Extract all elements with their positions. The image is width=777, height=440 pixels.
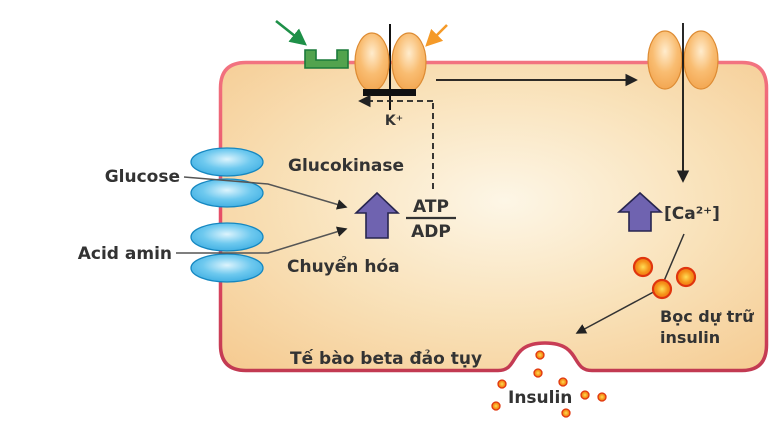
orange-stimulus-arrow <box>425 24 448 47</box>
k-channel: K⁺ <box>354 24 448 129</box>
amino-transporter-lower <box>190 253 264 283</box>
cell-name-label: Tế bào beta đảo tụy <box>290 348 482 369</box>
k-ion-label: K⁺ <box>385 113 403 129</box>
ca-channel-left-subunit <box>647 30 683 90</box>
k-channel-right-subunit <box>391 32 427 92</box>
adp-label: ADP <box>411 222 451 242</box>
vesicle-store-label-line2: insulin <box>660 328 720 347</box>
insulin-dot <box>597 392 607 402</box>
insulin-granule <box>632 256 654 278</box>
glucokinase-label: Glucokinase <box>288 156 404 176</box>
insulin-dot <box>580 390 590 400</box>
atp-label: ATP <box>413 197 449 217</box>
chuyen-hoa-label: Chuyển hóa <box>287 255 400 277</box>
amino-transporter-upper <box>190 222 264 252</box>
released-insulin-dots <box>491 350 607 418</box>
insulin-released-label: Insulin <box>508 388 572 408</box>
ca-concentration-label: [Ca²⁺] <box>664 204 720 224</box>
ca-channel-right-subunit <box>683 30 719 90</box>
glucose-label: Glucose <box>105 167 180 187</box>
atp-k-channel-dashed-path <box>358 94 434 189</box>
atp-adp-ratio: ATP ADP <box>406 197 456 242</box>
acid-amin-label: Acid amin <box>78 244 172 264</box>
insulin-dot <box>533 368 543 378</box>
insulin-granule <box>651 278 673 300</box>
insulin-dot <box>558 377 568 387</box>
k-channel-left-subunit <box>354 32 390 92</box>
ca-channel <box>647 23 719 183</box>
insulin-granules <box>632 256 697 300</box>
insulin-dot <box>535 350 545 360</box>
green-stimulus-arrow <box>275 19 307 46</box>
glucose-entry-arrow <box>183 176 348 210</box>
green-receptor-icon <box>304 49 349 69</box>
glucose-transporter-upper <box>190 147 264 177</box>
metabolism-up-arrow <box>354 191 400 239</box>
nutrient-transporters <box>190 147 264 283</box>
vesicle-store-label-line1: Bọc dự trữ <box>660 307 754 326</box>
insulin-dot <box>561 408 571 418</box>
insulin-dot <box>497 379 507 389</box>
insulin-dot <box>491 401 501 411</box>
receptor-site <box>275 19 349 69</box>
amino-entry-arrow <box>176 226 348 254</box>
insulin-granule <box>675 266 697 288</box>
calcium-up-arrow <box>616 191 664 232</box>
k-channel-gate-bar <box>363 89 416 96</box>
glucose-transporter-lower <box>190 178 264 208</box>
beta-cell-membrane <box>218 60 769 373</box>
